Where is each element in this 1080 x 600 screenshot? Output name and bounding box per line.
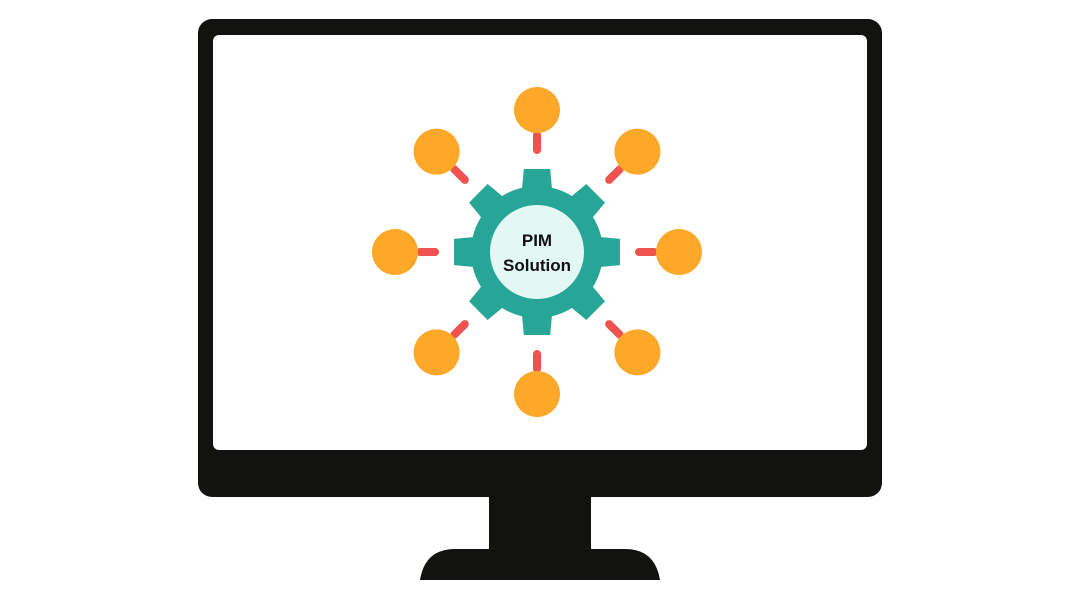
hub-label-line2: Solution [503, 256, 571, 275]
spokes [372, 87, 702, 417]
hub-circle [490, 205, 584, 299]
node-8 [413, 128, 460, 175]
monitor-neck [483, 494, 597, 555]
connector-8 [450, 165, 469, 184]
node-5 [514, 371, 560, 417]
connector-2 [605, 165, 624, 184]
node-3 [656, 229, 702, 275]
node-4 [614, 329, 661, 376]
monitor-base [420, 549, 660, 580]
node-2 [614, 128, 661, 175]
hub-label-line1: PIM [522, 231, 552, 250]
node-7 [372, 229, 418, 275]
node-1 [514, 87, 560, 133]
connector-6 [450, 320, 469, 339]
gear-hub: PIM Solution [454, 169, 620, 335]
node-6 [413, 329, 460, 376]
connector-4 [605, 320, 624, 339]
